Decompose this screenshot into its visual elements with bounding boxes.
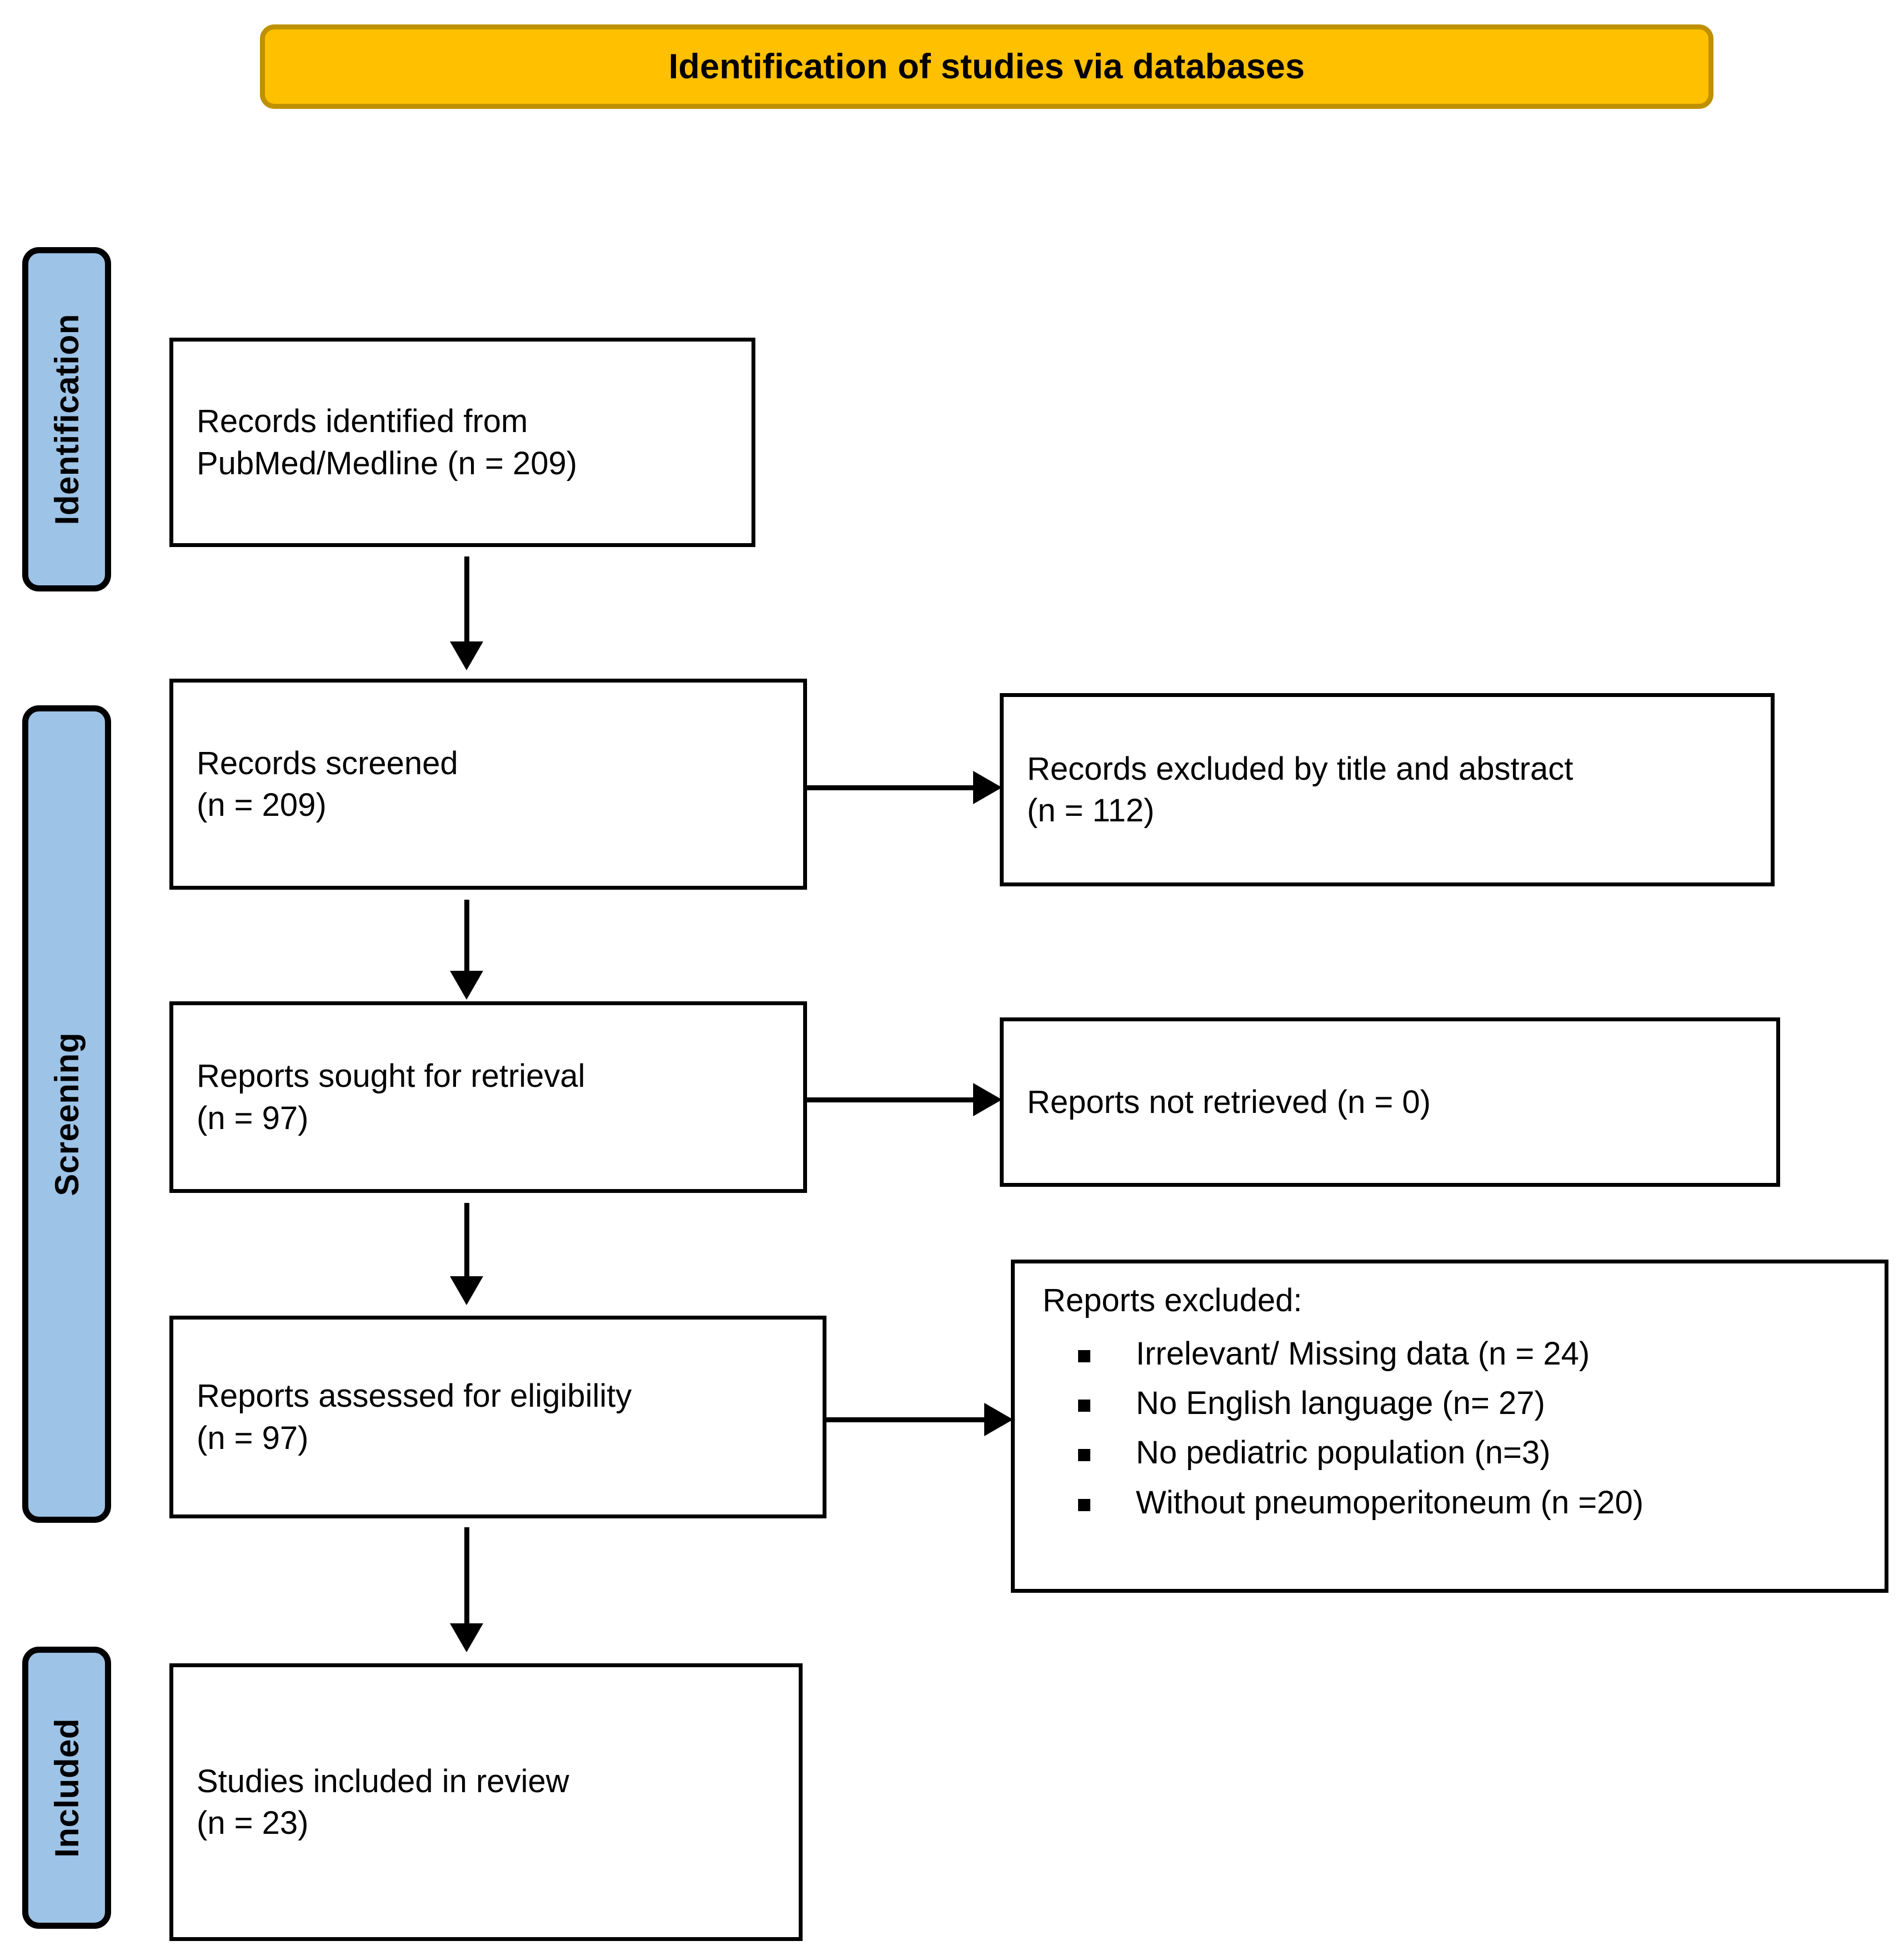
- arrow-head: [450, 1623, 483, 1652]
- arrow-head: [973, 771, 1002, 804]
- box-reports-assessed-for-eligibility: Reports assessed for eligibility (n = 97…: [169, 1316, 826, 1518]
- box-reports-sought-line1: Reports sought for retrieval: [197, 1058, 585, 1095]
- arrow-shaft: [807, 785, 973, 790]
- square-bullet-icon: [1078, 1498, 1090, 1511]
- reports-excluded-list: Irrelevant/ Missing data (n = 24) No Eng…: [1043, 1325, 1868, 1524]
- list-item: Without pneumoperitoneum (n =20): [1075, 1482, 1868, 1523]
- box-reports-excluded: Reports excluded: Irrelevant/ Missing da…: [1011, 1260, 1888, 1593]
- arrow-head: [984, 1403, 1013, 1436]
- box-records-screened-line1: Records screened: [197, 745, 458, 781]
- arrow-shaft: [464, 1203, 469, 1276]
- list-item-label: No English language (n= 27): [1136, 1385, 1545, 1422]
- arrow-shaft: [826, 1417, 984, 1422]
- box-records-excluded-title-abstract-line1: Records excluded by title and abstract: [1027, 750, 1574, 787]
- square-bullet-icon: [1078, 1350, 1090, 1362]
- arrow-shaft: [807, 1097, 973, 1102]
- phase-label-included-text: Included: [48, 1718, 86, 1858]
- box-records-screened-line2: (n = 209): [197, 787, 327, 823]
- list-item: No pediatric population (n=3): [1075, 1432, 1868, 1473]
- box-records-excluded-title-abstract: Records excluded by title and abstract (…: [1000, 693, 1775, 886]
- list-item: Irrelevant/ Missing data (n = 24): [1075, 1333, 1868, 1375]
- arrow-head: [450, 1276, 483, 1305]
- phase-label-screening: Screening: [22, 705, 111, 1523]
- box-reports-sought-line2: (n = 97): [197, 1100, 309, 1136]
- arrow-head: [450, 641, 483, 670]
- box-studies-included-line2: (n = 23): [197, 1805, 309, 1841]
- box-records-identified-line2: PubMed/Medline (n = 209): [197, 445, 578, 482]
- arrow-head: [450, 971, 483, 1000]
- arrow-head: [973, 1083, 1002, 1116]
- box-reports-not-retrieved-line1: Reports not retrieved (n = 0): [1027, 1084, 1431, 1120]
- header-title: Identification of studies via databases: [668, 47, 1305, 86]
- arrow-shaft: [464, 900, 469, 971]
- box-records-screened: Records screened (n = 209): [169, 679, 807, 890]
- box-reports-assessed-line2: (n = 97): [197, 1420, 309, 1456]
- list-item: No English language (n= 27): [1075, 1382, 1868, 1424]
- box-reports-sought-for-retrieval: Reports sought for retrieval (n = 97): [169, 1001, 807, 1193]
- arrow-shaft: [464, 556, 469, 641]
- square-bullet-icon: [1078, 1400, 1090, 1412]
- phase-label-screening-text: Screening: [48, 1032, 86, 1196]
- arrow-shaft: [464, 1527, 469, 1623]
- phase-label-included: Included: [22, 1647, 111, 1929]
- box-reports-assessed-line1: Reports assessed for eligibility: [197, 1378, 632, 1415]
- box-records-identified: Records identified from PubMed/Medline (…: [169, 338, 755, 547]
- box-studies-included-line1: Studies included in review: [197, 1763, 569, 1799]
- list-item-label: Irrelevant/ Missing data (n = 24): [1136, 1335, 1590, 1372]
- box-studies-included-in-review: Studies included in review (n = 23): [169, 1663, 803, 1941]
- box-reports-not-retrieved: Reports not retrieved (n = 0): [1000, 1017, 1780, 1187]
- box-records-identified-line1: Records identified from: [197, 403, 528, 440]
- square-bullet-icon: [1078, 1449, 1090, 1462]
- phase-label-identification-text: Identification: [48, 313, 86, 525]
- list-item-label: Without pneumoperitoneum (n =20): [1136, 1484, 1644, 1521]
- header-banner: Identification of studies via databases: [260, 24, 1713, 109]
- phase-label-identification: Identification: [22, 247, 111, 591]
- box-reports-excluded-title: Reports excluded:: [1043, 1282, 1302, 1318]
- list-item-label: No pediatric population (n=3): [1136, 1435, 1551, 1471]
- box-records-excluded-title-abstract-line2: (n = 112): [1027, 793, 1155, 829]
